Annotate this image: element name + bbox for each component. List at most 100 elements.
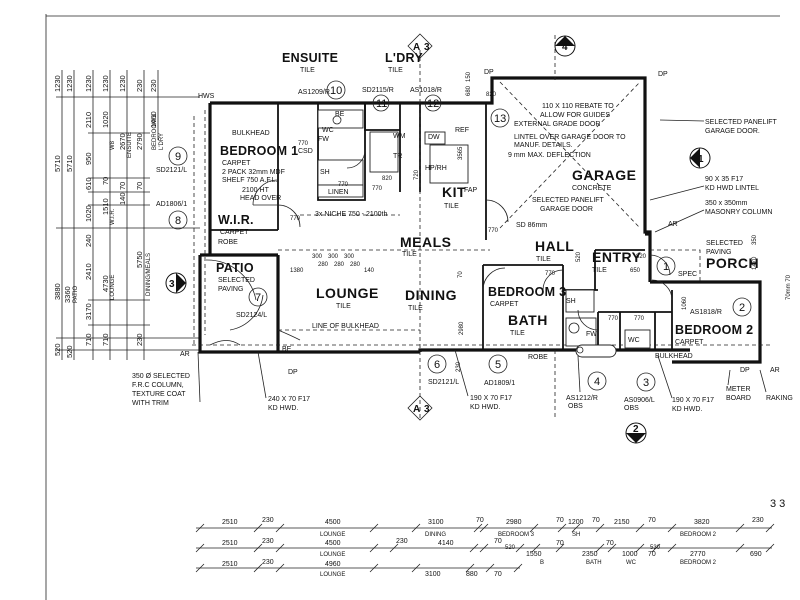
room-lounge-name: LOUNGE [316,285,379,301]
room-patio-finish1: SELECTED [218,277,255,284]
dim-1380: 1380 [290,268,304,274]
dim-b2-label-0: LOUNGE [320,552,345,558]
note-lintel-2: KD HWD LINTEL [705,185,759,192]
dim-b2-12: 2770 [690,551,706,558]
window-codes: AS1209/R SD2115/R AS1018/R SD2121/L AD18… [156,87,722,404]
dim-left-c3-d: 610 [84,177,93,190]
dim-b1-label-4: BEDROOM 2 [680,532,717,538]
dim-b2-0: 2510 [222,540,238,547]
dim-b1-6: 70 [556,517,564,524]
dim-b2-8: 2350 [582,551,598,558]
dim-820a: 820 [382,176,393,182]
note-hws: HWS [198,93,215,100]
dim-b1-label-3: SH [572,532,580,538]
dim-770c: 770 [372,186,383,192]
dim-left-c4-a: 1230 [101,75,110,92]
note-obs: OBS [568,403,583,410]
dim-left-c3-f: 240 [84,234,93,247]
dimension-tick [253,543,263,553]
note-kd1-b: KD HWD. [268,405,298,412]
dim-left-c3-e: 1020 [84,205,93,222]
note-ar-1: AR [180,351,190,358]
window-sd2121: SD2121/L [156,167,187,174]
dim-b1-5: 2980 [506,519,522,526]
dim-left-c5-c: ENSUITE [127,132,133,158]
dim-770h: 770 [634,316,645,322]
dim-b2-3: 230 [396,538,408,545]
dim-140: 140 [364,268,375,274]
doors [205,149,673,331]
section-top-letter: A [413,42,420,53]
dimension-tick [469,543,479,553]
note-sh-2: SH [566,298,576,305]
note-dw: DW [428,134,440,141]
dim-left-c6-a: 230 [135,79,144,92]
dim-b1-label-0: LOUNGE [320,532,345,538]
note-linen: LINEN [328,189,349,196]
note-garage-5: MANUF. DETAILS. [514,142,573,149]
dim-770e: 770 [488,228,499,234]
dim-b1-label-2: BEDROOM 3 [498,532,535,538]
window-markers: 10 11 12 13 9 8 7 6 5 4 3 2 1 [168,80,752,392]
dim-b2-5: 70 [494,538,502,545]
dim-70mm: 70mm 70 [786,274,792,300]
elevation-marker-1: 1 [689,147,711,169]
dim-680: 680 [466,85,472,96]
dim-left-c2-b: 5710 [65,155,74,172]
room-entry-name: ENTRY [592,249,642,265]
note-masonry-2: MASONRY COLUMN [705,209,772,216]
section-bottom-number: 3 [424,404,430,415]
note-kd3-b: KD HWD. [672,406,702,413]
room-porch-name: PORCH [706,255,759,271]
dim-b2-6: 1550 [526,551,542,558]
dim-300c: 300 [344,254,355,260]
room-bedroom3-finish: CARPET [490,301,519,308]
dimension-tick [667,543,677,553]
window-as0906: AS0906/L [624,397,655,404]
window-ad1809: AD1809/1 [484,380,515,387]
marker-6: 6 [434,359,440,371]
dim-770g: 770 [608,316,619,322]
note-sd86: SD 86mm [516,222,547,229]
dimension-tick [411,523,421,533]
dim-b1-8: 70 [592,517,600,524]
hidden-lines [192,35,770,420]
bottom-row-3: 2510 230 4960 3100 880 70 LOUNGE [222,559,502,578]
dimension-tick [557,523,567,533]
dimension-tick [369,523,379,533]
dim-230: 230 [456,361,462,372]
window-sd2124: SD2124/L [236,312,267,319]
room-dining-finish: TILE [408,305,423,312]
room-entry-finish: TILE [592,267,607,274]
marker-5: 5 [495,359,501,371]
dim-770b: 770 [338,182,349,188]
dim-left-c4-f: W.I.R. [110,208,116,225]
marker-13: 13 [494,113,506,125]
dim-b2-label-4: BEDROOM 2 [680,560,717,566]
dim-770a: 770 [298,141,309,147]
note-garage-1: 110 X 110 REBATE TO [542,103,614,110]
dimension-tick [195,563,205,573]
dim-b1-2: 4500 [325,519,341,526]
dim-b2-10: 1000 [622,551,638,558]
dim-left-c7-c: L'DRY [159,133,165,150]
note-wm: WM [393,133,406,140]
dim-b2-label-1: B [540,560,544,566]
elevation-3-number: 3 [169,279,175,290]
dim-280a: 280 [318,262,329,268]
dimension-tick [195,543,205,553]
marker-7: 7 [255,292,261,304]
dim-b2-4: 4140 [438,540,454,547]
note-spec: SPEC [678,271,697,278]
marker-4: 4 [594,376,600,388]
note-column-2: F.R.C COLUMN, [132,382,184,389]
room-patio-name: PATIO [216,261,254,275]
note-obs-2: OBS [624,405,639,412]
fixtures [317,109,651,358]
note-headover2: HEAD OVER [240,195,281,202]
dim-left-c6-b: 2790 [135,133,144,150]
room-ldry-finish: TILE [388,67,403,74]
dim-b2-7: 70 [556,540,564,547]
elevation-marker-4: 4 [554,35,576,57]
room-bath-finish: TILE [510,330,525,337]
